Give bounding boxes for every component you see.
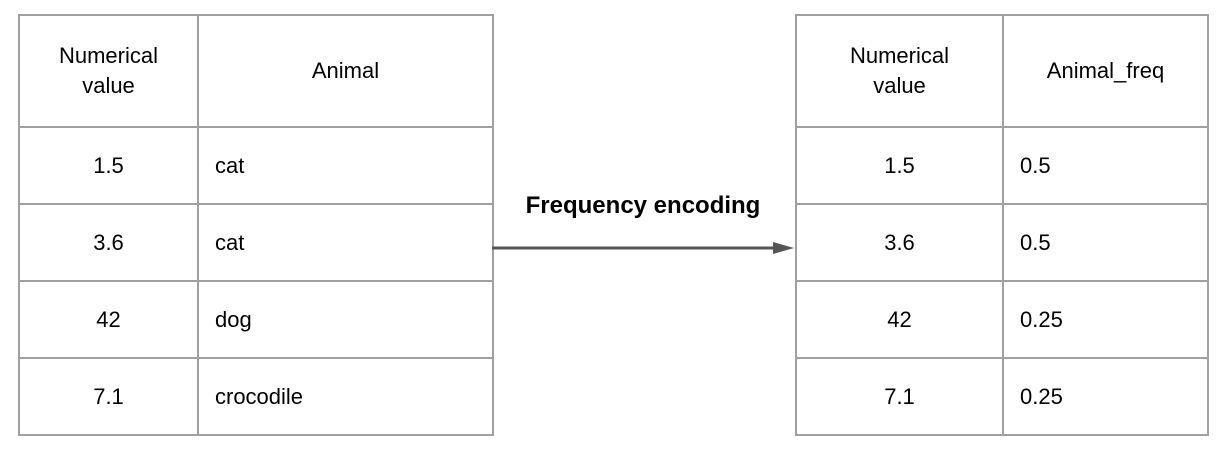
cell-numerical-3: 7.1 bbox=[795, 357, 1004, 436]
header-label: Animal_freq bbox=[1046, 58, 1165, 84]
table-row: 7.1 crocodile bbox=[18, 357, 494, 436]
cell-numerical-0: 1.5 bbox=[795, 126, 1004, 205]
source-table: Numerical value Animal 1.5 cat 3.6 cat 4… bbox=[18, 14, 494, 436]
table-row: 42 0.25 bbox=[795, 280, 1209, 359]
encoded-table: Numerical value Animal_freq 1.5 0.5 3.6 … bbox=[795, 14, 1209, 436]
table-row: 1.5 cat bbox=[18, 126, 494, 205]
cell-freq-2: 0.25 bbox=[1002, 280, 1209, 359]
header-cell-animal-freq: Animal_freq bbox=[1002, 14, 1209, 128]
cell-numerical-1: 3.6 bbox=[795, 203, 1004, 282]
cell-numerical-1: 3.6 bbox=[18, 203, 199, 282]
header-label: Animal bbox=[311, 58, 380, 84]
cell-freq-0: 0.5 bbox=[1002, 126, 1209, 205]
cell-numerical-0: 1.5 bbox=[18, 126, 199, 205]
cell-numerical-3: 7.1 bbox=[18, 357, 199, 436]
header-cell-numerical-value: Numerical value bbox=[18, 14, 199, 128]
header-label: Numerical value bbox=[58, 43, 159, 98]
table-row: 1.5 0.5 bbox=[795, 126, 1209, 205]
cell-freq-3: 0.25 bbox=[1002, 357, 1209, 436]
cell-animal-0: cat bbox=[197, 126, 494, 205]
table-row: 42 dog bbox=[18, 280, 494, 359]
cell-freq-1: 0.5 bbox=[1002, 203, 1209, 282]
header-cell-numerical-value: Numerical value bbox=[795, 14, 1004, 128]
cell-numerical-2: 42 bbox=[795, 280, 1004, 359]
arrow-right-icon bbox=[492, 242, 794, 254]
cell-animal-2: dog bbox=[197, 280, 494, 359]
table-header-row: Numerical value Animal bbox=[18, 14, 494, 128]
table-header-row: Numerical value Animal_freq bbox=[795, 14, 1209, 128]
header-cell-animal: Animal bbox=[197, 14, 494, 128]
table-row: 3.6 0.5 bbox=[795, 203, 1209, 282]
arrow-label: Frequency encoding bbox=[525, 192, 761, 219]
header-label: Numerical value bbox=[849, 43, 950, 98]
cell-animal-1: cat bbox=[197, 203, 494, 282]
table-row: 3.6 cat bbox=[18, 203, 494, 282]
cell-animal-3: crocodile bbox=[197, 357, 494, 436]
table-row: 7.1 0.25 bbox=[795, 357, 1209, 436]
cell-numerical-2: 42 bbox=[18, 280, 199, 359]
